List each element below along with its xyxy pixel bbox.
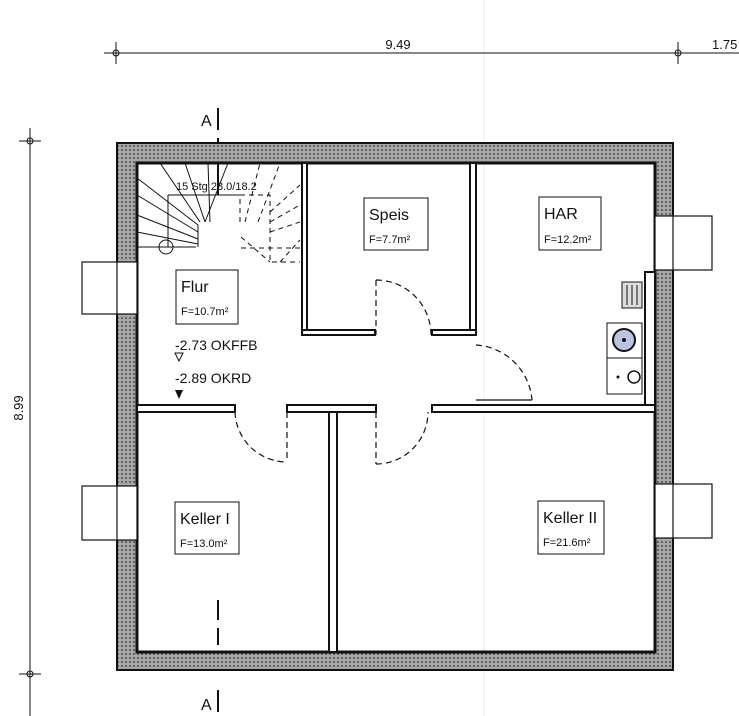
svg-text:F=13.0m²: F=13.0m² [180, 538, 228, 550]
dimension-left: 8.99 [11, 128, 41, 716]
dimension-width-main: 9.49 [385, 37, 410, 52]
window-keller-2 [667, 483, 713, 539]
svg-text:Keller I: Keller I [180, 511, 230, 528]
room-keller-2: Keller II F=21.6m² [537, 500, 605, 555]
room-har: HAR F=12.2m² [538, 196, 602, 251]
stair-label: 15 Stg 28.0/18.2 [176, 181, 257, 193]
svg-text:Keller II: Keller II [543, 510, 597, 527]
svg-text:Speis: Speis [369, 207, 409, 224]
staircase: 15 Stg 28.0/18.2 [136, 162, 301, 263]
svg-text:HAR: HAR [544, 206, 578, 223]
room-flur: Flur F=10.7m² [175, 269, 239, 325]
level-okrd: -2.89 OKRD [175, 370, 251, 386]
window-flur [81, 261, 123, 315]
svg-text:F=10.7m²: F=10.7m² [181, 306, 229, 318]
interior-walls [136, 162, 656, 653]
section-line-a: A A [201, 108, 219, 714]
har-appliances [606, 281, 643, 395]
window-har [667, 215, 713, 271]
level-markers: -2.73 OKFFB -2.89 OKRD [174, 337, 257, 399]
dimension-height: 8.99 [11, 395, 26, 420]
dimension-width-extra: 1.75 [712, 37, 737, 52]
section-marker-top: A [201, 113, 212, 130]
room-speis: Speis F=7.7m² [363, 197, 429, 251]
boiler-icon [606, 357, 643, 395]
section-marker-bottom: A [201, 697, 212, 714]
svg-text:F=7.7m²: F=7.7m² [369, 234, 411, 246]
door-swings [234, 279, 533, 465]
windows [81, 215, 713, 541]
window-keller-1 [81, 485, 123, 541]
svg-text:F=12.2m²: F=12.2m² [544, 234, 592, 246]
svg-text:Flur: Flur [181, 279, 209, 296]
level-okffb: -2.73 OKFFB [175, 337, 257, 353]
room-keller-1: Keller I F=13.0m² [174, 501, 240, 555]
dimension-top: 9.49 1.75 [104, 37, 739, 64]
svg-text:F=21.6m²: F=21.6m² [543, 537, 591, 549]
